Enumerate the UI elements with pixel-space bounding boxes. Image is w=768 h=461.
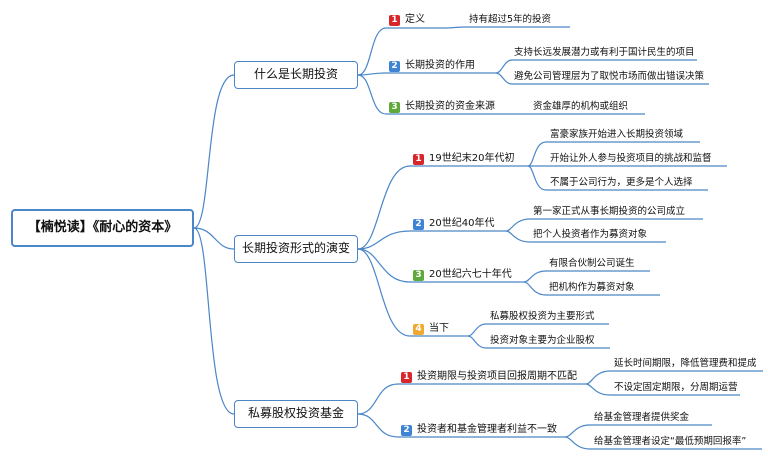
connector-line <box>527 141 700 167</box>
connector-line <box>357 248 524 283</box>
leaf-item[interactable]: 延长时间期限，降低管理费和提成 <box>614 358 757 369</box>
leaf-item[interactable]: 支持长远发展潜力或有利于国计民生的项目 <box>514 47 695 58</box>
leaf-item[interactable]: 第一家正式从事长期投资的公司成立 <box>533 206 686 217</box>
connector-line <box>467 323 609 337</box>
connector-line <box>193 227 235 250</box>
priority-2-icon: 2 <box>401 425 412 436</box>
connector-line <box>523 270 650 283</box>
leaf-item[interactable]: 给基金管理者提供奖金 <box>594 412 690 423</box>
connector-line <box>467 335 610 349</box>
connector-line <box>357 413 565 438</box>
leaf-item[interactable]: 把机构作为募资对象 <box>549 282 635 293</box>
connector-line <box>444 26 570 29</box>
priority-2-icon: 2 <box>413 219 424 230</box>
connector-line <box>585 370 763 385</box>
connector-line <box>357 230 506 250</box>
connector-line <box>505 218 703 232</box>
leaf-item[interactable]: 避免公司管理层为了取悦市场而做出错误决策 <box>514 71 705 82</box>
topic-evolution[interactable]: 长期投资形式的演变 <box>234 235 358 263</box>
root-topic[interactable]: 【楠悦读】《耐心的资本》 <box>11 209 194 247</box>
connector-line <box>495 72 709 85</box>
leaf-item[interactable]: 富豪家族开始进入长期投资领域 <box>550 129 684 140</box>
connector-line <box>585 383 740 396</box>
priority-4-icon: 4 <box>413 324 424 335</box>
connector-line <box>357 27 445 76</box>
connector-line <box>527 165 708 191</box>
leaf-item[interactable]: 持有超过5年的投资 <box>469 14 552 25</box>
priority-2-icon: 2 <box>389 61 400 72</box>
connector-line <box>193 227 235 415</box>
leaf-item[interactable]: 不属于公司行为，更多是个人选择 <box>550 177 693 188</box>
connector-line <box>495 59 697 74</box>
leaf-item[interactable]: 把个人投资者作为募资对象 <box>533 229 648 240</box>
connector-line <box>357 165 528 250</box>
priority-1-icon: 1 <box>401 372 412 383</box>
leaf-item[interactable]: 不设定固定期限，分周期运营 <box>614 382 738 393</box>
connector-line <box>505 230 666 243</box>
leaf-item[interactable]: 资金雄厚的机构或组织 <box>533 101 629 112</box>
leaf-item[interactable]: 给基金管理者设定“最低预期回报率” <box>594 436 747 447</box>
connector-line <box>357 383 586 415</box>
topic-pe-fund[interactable]: 私募股权投资基金 <box>234 400 358 428</box>
connector-line <box>523 281 660 296</box>
leaf-item[interactable]: 有限合伙制公司诞生 <box>549 258 635 269</box>
priority-3-icon: 3 <box>413 270 424 281</box>
topic-what-is-long-term-investment[interactable]: 什么是长期投资 <box>234 61 358 89</box>
connector-line <box>357 72 496 76</box>
leaf-item[interactable]: 开始让外人参与投资项目的挑战和监督 <box>550 153 712 164</box>
priority-1-icon: 1 <box>389 15 400 26</box>
connector-line <box>357 74 518 115</box>
connector-line <box>193 74 235 229</box>
leaf-item[interactable]: 私募股权投资为主要形式 <box>490 311 595 322</box>
connector-line <box>357 248 468 337</box>
priority-3-icon: 3 <box>389 102 400 113</box>
connector-line <box>564 436 762 450</box>
priority-1-icon: 1 <box>413 154 424 165</box>
connector-line <box>564 424 712 438</box>
leaf-item[interactable]: 投资对象主要为企业股权 <box>490 335 595 346</box>
